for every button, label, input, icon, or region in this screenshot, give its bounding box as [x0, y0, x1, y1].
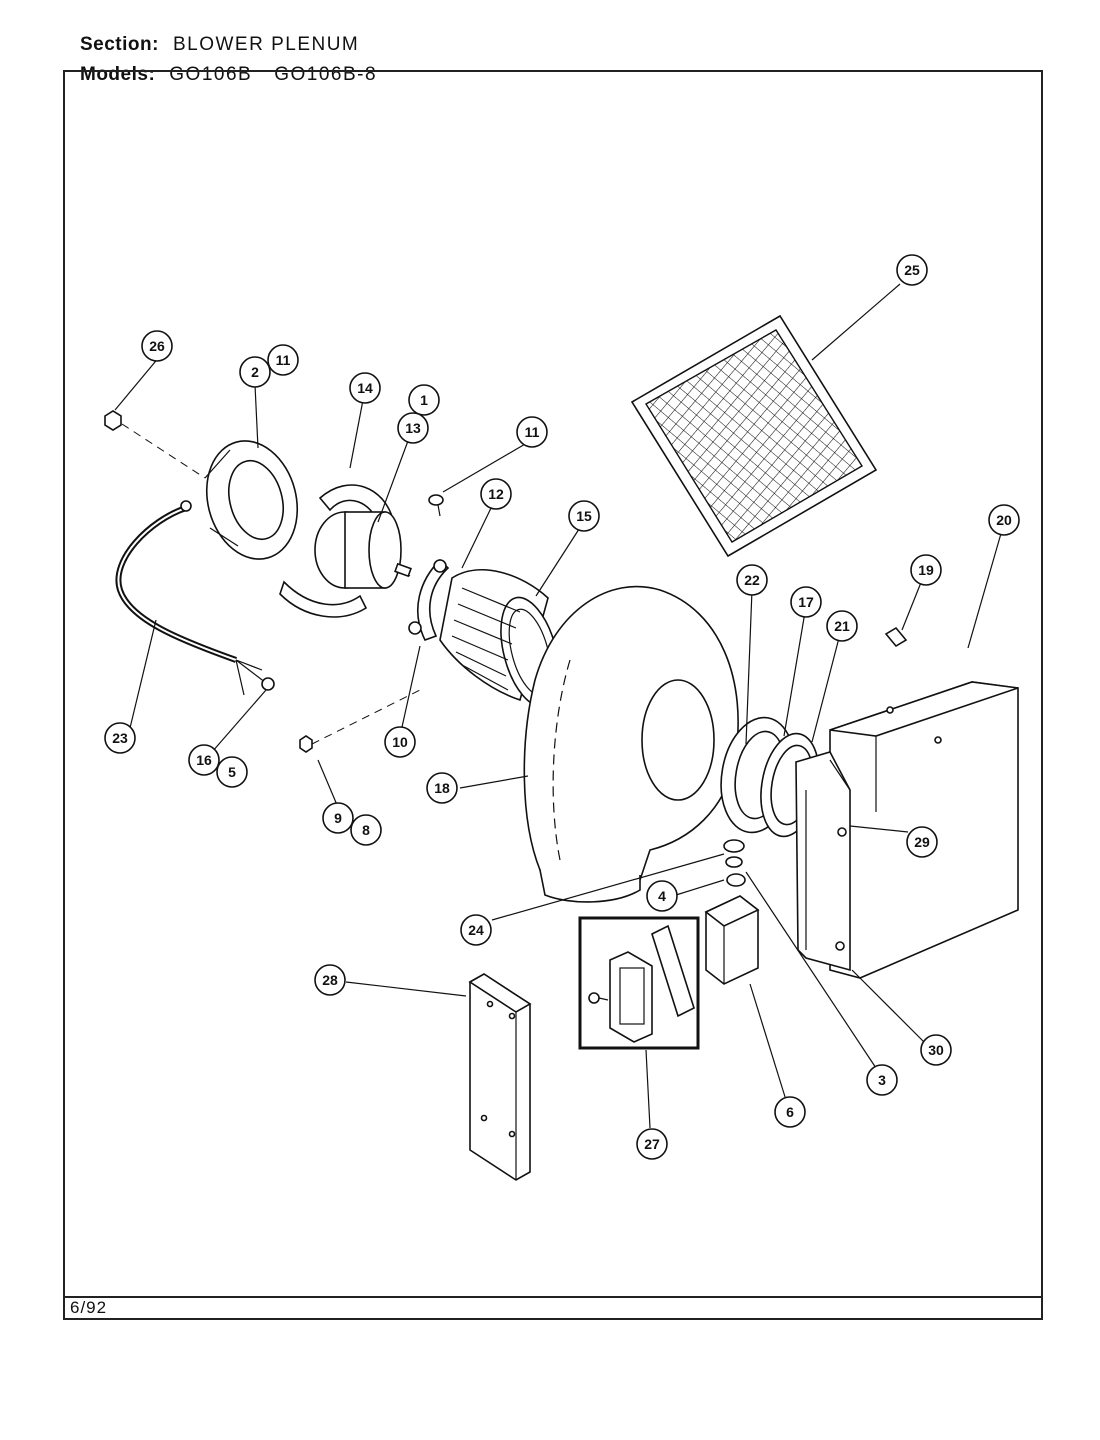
callout-13: 13	[397, 412, 429, 444]
svg-text:20: 20	[996, 512, 1012, 528]
svg-text:27: 27	[644, 1136, 660, 1152]
callout-17: 17	[790, 586, 822, 618]
svg-text:17: 17	[798, 594, 814, 610]
access-panel	[468, 973, 532, 1181]
footer-rule	[63, 1296, 1043, 1298]
revision-date: 6/92	[70, 1298, 108, 1317]
svg-text:6: 6	[786, 1104, 794, 1120]
callout-25: 25	[896, 254, 928, 286]
callout-1: 1	[408, 384, 440, 416]
callout-22: 22	[736, 564, 768, 596]
callout-12: 12	[480, 478, 512, 510]
model-1: GO106B	[169, 64, 253, 85]
callout-21: 21	[826, 610, 858, 642]
callout-11b: 11	[516, 416, 548, 448]
callout-8: 8	[350, 814, 382, 846]
screw-11	[428, 494, 444, 517]
blower-motor	[314, 511, 412, 589]
svg-text:4: 4	[658, 888, 666, 904]
plenum-box	[795, 681, 1019, 979]
callout-29: 29	[906, 826, 938, 858]
section-line: Section: BLOWER PLENUM	[80, 34, 359, 56]
section-value: BLOWER PLENUM	[172, 34, 360, 55]
svg-text:26: 26	[149, 338, 165, 354]
svg-text:12: 12	[488, 486, 504, 502]
svg-text:9: 9	[334, 810, 342, 826]
dashed-guide	[121, 423, 206, 479]
svg-text:11: 11	[525, 424, 540, 440]
svg-text:29: 29	[914, 834, 930, 850]
svg-text:18: 18	[434, 780, 450, 796]
dashed-guide-2	[311, 689, 421, 745]
callout-3: 3	[866, 1064, 898, 1096]
callout-11: 11	[267, 344, 299, 376]
svg-text:10: 10	[392, 734, 408, 750]
callout-5: 5	[216, 756, 248, 788]
section-label: Section:	[80, 34, 159, 55]
callout-16: 16	[188, 744, 220, 776]
callout-10: 10	[384, 726, 416, 758]
callout-19: 19	[910, 554, 942, 586]
svg-text:30: 30	[928, 1042, 944, 1058]
callout-23: 23	[104, 722, 136, 754]
svg-text:14: 14	[357, 380, 373, 396]
wire-harness	[115, 500, 271, 696]
grommet-4	[726, 873, 746, 887]
callout-2: 2	[239, 356, 271, 388]
svg-text:28: 28	[322, 972, 338, 988]
callout-20: 20	[988, 504, 1020, 536]
screw-9	[299, 735, 313, 753]
callout-4: 4	[646, 880, 678, 912]
svg-text:24: 24	[468, 922, 484, 938]
callout-24: 24	[460, 914, 492, 946]
nut-26	[104, 410, 122, 431]
clip-19	[884, 626, 908, 648]
blower-housing	[523, 585, 739, 903]
callout-27: 27	[636, 1128, 668, 1160]
callout-6: 6	[774, 1096, 806, 1128]
model-2: GO106B-8	[274, 64, 378, 85]
callout-14: 14	[349, 372, 381, 404]
svg-text:21: 21	[834, 618, 850, 634]
svg-text:8: 8	[362, 822, 370, 838]
motor-mount-ring	[204, 440, 299, 560]
callout-28: 28	[314, 964, 346, 996]
models-label: Models:	[80, 64, 156, 85]
svg-text:3: 3	[878, 1072, 886, 1088]
svg-text:11: 11	[276, 352, 291, 368]
svg-text:5: 5	[228, 764, 236, 780]
leader-lines	[114, 283, 1003, 1129]
drawing-frame	[63, 70, 1043, 1320]
junction-box	[704, 895, 760, 985]
svg-text:25: 25	[904, 262, 920, 278]
callout-26: 26	[141, 330, 173, 362]
callout-15: 15	[568, 500, 600, 532]
svg-text:16: 16	[196, 752, 212, 768]
svg-text:13: 13	[405, 420, 421, 436]
callout-18: 18	[426, 772, 458, 804]
svg-text:2: 2	[251, 364, 259, 380]
screw-16	[261, 677, 275, 691]
callout-30: 30	[920, 1034, 952, 1066]
filter-panel	[630, 314, 878, 558]
svg-text:19: 19	[918, 562, 934, 578]
svg-text:22: 22	[744, 572, 760, 588]
svg-text:15: 15	[576, 508, 592, 524]
washer-24	[723, 839, 745, 868]
svg-text:23: 23	[112, 730, 128, 746]
callout-9: 9	[322, 802, 354, 834]
models-line: Models: GO106B GO106B-8	[80, 64, 377, 86]
wheel-clamp	[408, 558, 450, 641]
kit-27	[578, 916, 700, 1050]
svg-text:1: 1	[420, 392, 428, 408]
